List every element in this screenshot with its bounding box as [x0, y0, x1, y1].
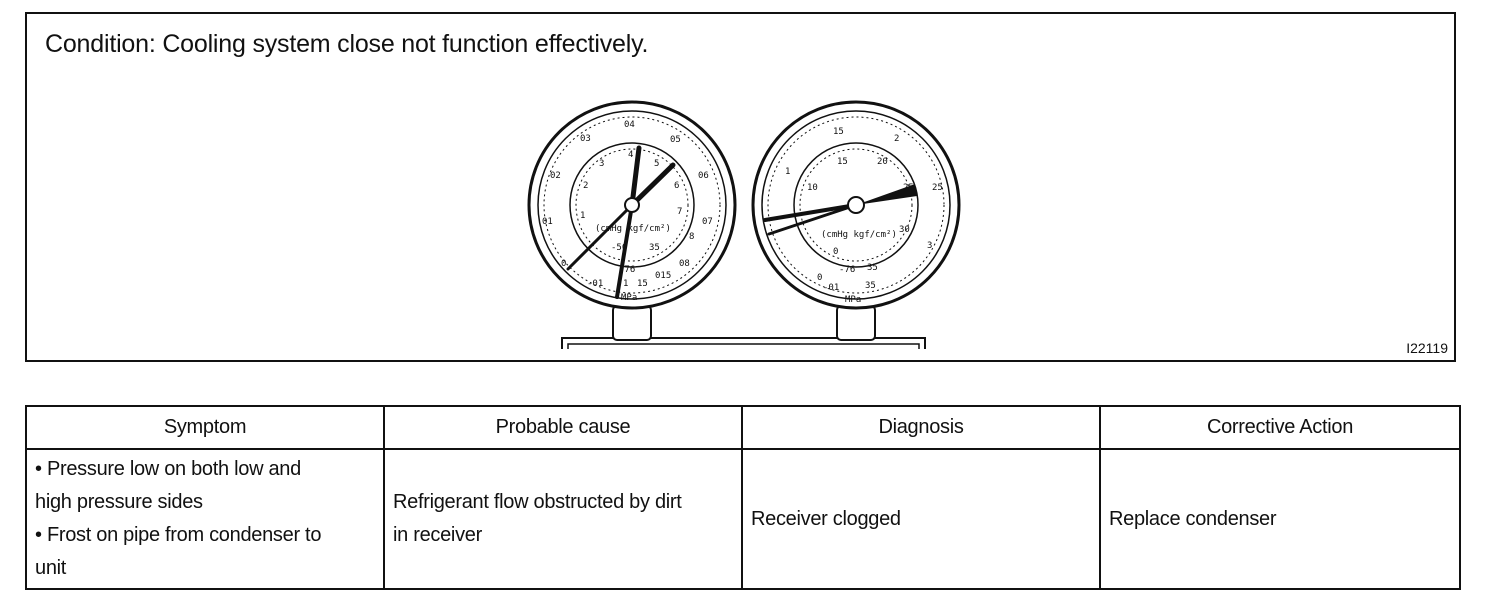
- high-pressure-gauge: 15 2 1 25 3 0 -01 35 15 20 10 25 30 0 -7…: [751, 100, 961, 310]
- low-outer-label: 08: [679, 259, 690, 269]
- manifold-body: [561, 337, 926, 349]
- header-symptom: Symptom: [25, 405, 385, 450]
- low-inner-label: -50: [611, 243, 627, 253]
- low-outer-label: 05: [670, 135, 681, 145]
- low-mpa-label: MPa: [621, 293, 637, 303]
- figure-frame: Condition: Cooling system close not func…: [25, 12, 1456, 362]
- high-gauge-needles: [763, 203, 858, 236]
- high-outer-label: 35: [865, 281, 876, 291]
- low-outer-label: 015: [655, 271, 671, 281]
- symptom-line: • Pressure low on both low and: [35, 458, 301, 480]
- low-inner-label: 7: [677, 207, 682, 217]
- manifold-gauges-illustration: 04 03 05 02 06 01 07 08 0 -01 015 4 3 5 …: [527, 100, 961, 349]
- cause-line: in receiver: [393, 524, 482, 546]
- low-inner-label: 2: [583, 181, 588, 191]
- low-inner-label: 5: [654, 159, 659, 169]
- high-gauge-wedge-pointer: [856, 184, 917, 205]
- low-pressure-gauge: 04 03 05 02 06 01 07 08 0 -01 015 4 3 5 …: [527, 100, 737, 310]
- low-outer-label: 03: [580, 134, 591, 144]
- high-inner-label: 30: [899, 225, 910, 235]
- high-outer-label: 0: [817, 273, 822, 283]
- low-outer-label: 02: [550, 171, 561, 181]
- low-inner-label: 4: [628, 150, 633, 160]
- high-outer-label: -01: [823, 283, 839, 293]
- high-inner-label: 20: [877, 157, 888, 167]
- low-gauge-needles: [566, 145, 676, 299]
- low-inner-label: 35: [649, 243, 660, 253]
- low-inner-label: 15: [637, 279, 648, 289]
- header-probable-cause: Probable cause: [383, 405, 743, 450]
- low-inner-label: -76: [619, 265, 635, 275]
- low-inner-label: 1: [623, 279, 628, 289]
- low-outer-label: 07: [702, 217, 713, 227]
- low-unit-label: (cmHg kgf/cm²): [595, 224, 671, 234]
- header-diagnosis: Diagnosis: [741, 405, 1101, 450]
- high-outer-label: 1: [785, 167, 790, 177]
- low-unit-suffix: 8: [689, 232, 694, 242]
- high-outer-label: 2: [894, 134, 899, 144]
- symptom-line: unit: [35, 557, 67, 579]
- symptom-line: • Frost on pipe from condenser to: [35, 524, 322, 546]
- high-inner-label: -76: [839, 265, 855, 275]
- low-outer-label: 0: [561, 259, 566, 269]
- high-outer-label: 15: [833, 127, 844, 137]
- high-outer-label: 25: [932, 183, 943, 193]
- high-inner-label: 10: [807, 183, 818, 193]
- low-outer-label: 06: [698, 171, 709, 181]
- high-inner-label: 35: [867, 263, 878, 273]
- diagnosis-cell: Receiver clogged: [741, 448, 1101, 590]
- table-header-row: Symptom Probable cause Diagnosis Correct…: [25, 405, 1461, 450]
- low-outer-label: 04: [624, 120, 635, 130]
- probable-cause-cell: Refrigerant flow obstructed by dirt in r…: [383, 448, 743, 590]
- corrective-action-cell: Replace condenser: [1099, 448, 1461, 590]
- high-outer-label: 3: [927, 241, 932, 251]
- symptom-cell: • Pressure low on both low and high pres…: [25, 448, 385, 590]
- low-outer-label: 01: [542, 217, 553, 227]
- low-outer-label: -01: [587, 279, 603, 289]
- high-unit-label: (cmHg kgf/cm²): [821, 230, 897, 240]
- low-inner-label: 6: [674, 181, 679, 191]
- low-inner-label: 3: [599, 159, 604, 169]
- gauge-stems: [612, 305, 876, 341]
- cause-line: Refrigerant flow obstructed by dirt: [393, 491, 682, 513]
- high-inner-label: 0: [833, 247, 838, 257]
- diagnosis-table: Symptom Probable cause Diagnosis Correct…: [25, 405, 1461, 590]
- table-row: • Pressure low on both low and high pres…: [25, 448, 1461, 590]
- header-corrective-action: Corrective Action: [1099, 405, 1461, 450]
- high-inner-label: 15: [837, 157, 848, 167]
- symptom-line: high pressure sides: [35, 491, 203, 513]
- high-mpa-label: MPa: [845, 295, 861, 305]
- condition-title: Condition: Cooling system close not func…: [45, 30, 649, 58]
- low-inner-label: 1: [580, 211, 585, 221]
- figure-id: I22119: [1406, 340, 1448, 356]
